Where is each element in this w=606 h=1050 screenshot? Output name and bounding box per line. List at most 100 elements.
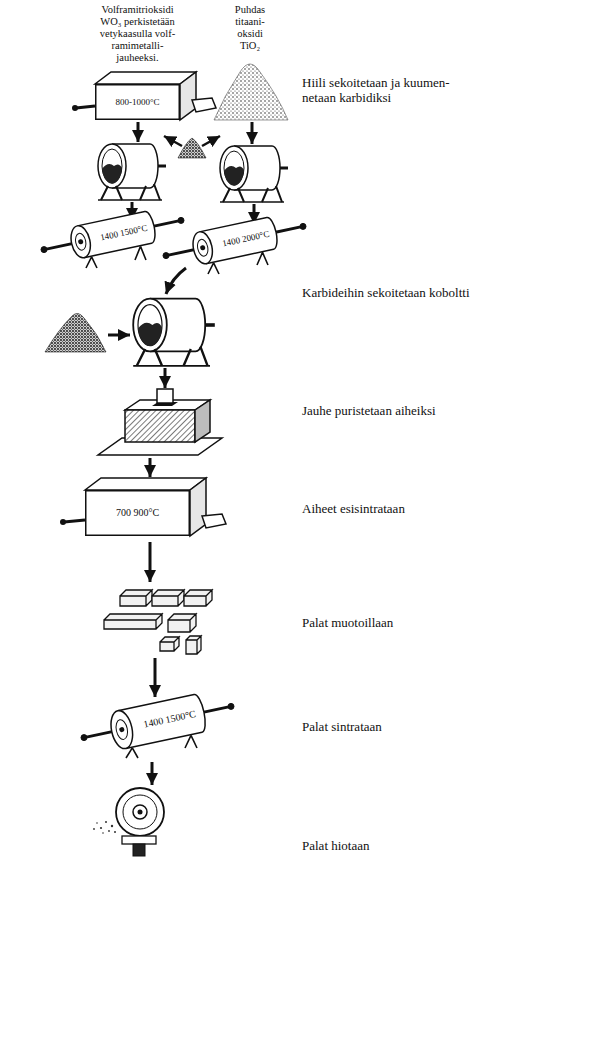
flow-arrow [152,762,153,785]
flow-arrow [137,122,140,142]
box-furnace-body [72,105,78,111]
step-caption: Aiheet esisintrataan [302,502,552,517]
shaped-pieces [104,614,162,629]
furnace-end [108,709,136,751]
ball-mill [98,144,166,200]
cobalt-pile [108,334,130,337]
grinding-wheel [105,821,107,823]
furnace-end [68,224,93,260]
mixing-mill [133,299,215,366]
shaped-pieces [120,590,152,606]
box-furnace-body [180,72,196,120]
box-furnace-body [60,519,66,525]
carbon-pile [164,136,220,158]
material-caption: Volframitrioksidi WO₃ perkistetään vetyk… [90,4,185,64]
step-caption: Palat sintrataan [302,720,552,735]
furnace-rod [200,245,206,251]
flow-arrow [155,658,156,697]
flow-arrow [166,268,186,294]
furnace-front [86,491,190,536]
shaped-pieces [160,637,179,651]
step-caption: Palat muotoillaan [302,616,552,631]
flow-arrow [150,458,151,477]
grinding-wheel [100,827,102,829]
box-furnace-body [60,478,226,536]
carbon-pile [164,136,182,146]
temperature-label: 700 900°C [116,508,159,518]
tube-furnace-frame [81,735,87,741]
flow-arrow [150,542,151,582]
shaped-pieces [184,590,212,606]
box-furnace-body [85,478,206,490]
step-caption: Jauhe puristetaan aiheiksi [302,404,552,419]
tube-furnace-frame [228,703,234,709]
tube-furnace-frame [41,247,47,253]
tube-furnace-frame [300,223,306,229]
furnace-rod [78,239,84,245]
box-furnace: 800-1000°C [95,84,180,120]
carbon-pile [178,138,206,158]
step-caption: Karbideihin sekoitetaan koboltti [302,286,478,301]
box-furnace-body [72,72,216,120]
flow-arrow [165,368,166,388]
box-furnace-body [202,514,226,528]
tube-furnace-frame [178,217,184,223]
powder-press [98,389,222,455]
box-furnace-body [190,478,206,536]
powder-press [195,400,210,442]
furnace-end [74,232,87,251]
grinding-wheel [102,832,104,834]
flow-arrow [154,658,157,697]
furnace-end [196,238,209,257]
grinding-wheel [133,844,145,856]
grinding-wheel [138,810,143,815]
box-furnace: 700 900°C [85,490,190,536]
flow-arrow [149,458,152,477]
step-caption: Hiili sekoitetaan ja kuumen- netaan karb… [302,76,478,106]
box-furnace-body [192,98,216,112]
flow-arrow [151,762,154,785]
box-furnace-body [76,106,95,108]
grinding-wheel [122,836,156,844]
titanium-oxide-pile [214,64,288,120]
furnace-end [114,719,129,741]
cobalt-pile [45,313,130,352]
grinding-wheel [123,795,157,829]
shaped-pieces [152,590,184,606]
grinding-wheel [93,821,116,834]
grinding-wheel [133,805,147,819]
grinding-wheel [93,828,95,830]
flow-arrow [251,122,254,144]
powder-press [157,389,173,403]
shaped-pieces [186,636,201,654]
flow-arrow [166,268,186,294]
flow-arrow [164,368,167,388]
tube-furnace-frame [163,253,169,259]
titanium-oxide-pile [214,64,288,120]
box-furnace-body [95,72,196,84]
tube-furnace: 1400 1500°C [107,693,208,752]
furnace-front [96,85,180,120]
furnace-end [190,230,215,266]
grinding-wheel [114,831,116,833]
carbon-pile [202,136,220,146]
ball-mill [220,146,288,202]
material-caption: Puhdas titaani- oksidi TiO₂ [226,4,274,52]
furnace-rod [119,727,125,733]
grinding-wheel [96,822,98,824]
box-furnace-body [64,520,85,522]
flow-arrow [149,542,152,582]
step-caption: Palat hiotaan [302,839,552,854]
cobalt-pile [45,313,106,352]
grinding-wheel [108,830,110,832]
powder-press [125,410,195,442]
flow-arrow [132,122,254,224]
grinding-wheel [93,788,164,856]
grinding-wheel [111,825,113,827]
tube-furnace: 1400 1500°C [67,210,157,261]
shaped-pieces [168,614,196,632]
grinding-wheel [116,788,164,836]
shaped-pieces [104,590,212,654]
temperature-label: 800-1000°C [115,98,159,107]
